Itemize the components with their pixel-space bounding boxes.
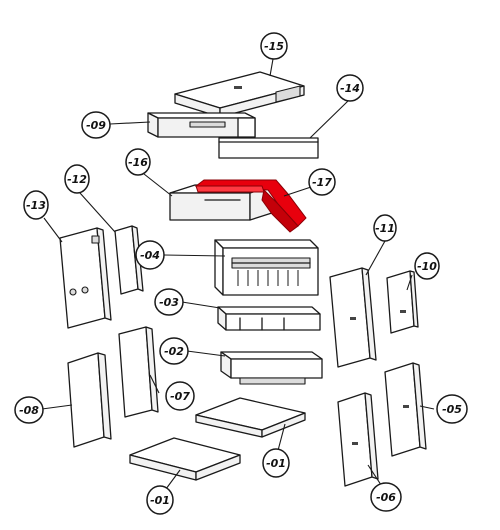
label-16: -16 (128, 156, 148, 169)
callout-11: -11 (373, 214, 397, 242)
callout-06: -06 (370, 482, 402, 512)
label-03: -03 (159, 296, 179, 309)
callout-10: -10 (414, 252, 440, 280)
part-04-rear-firebox-panel[interactable] (214, 239, 319, 296)
part-14-back-plate[interactable] (218, 137, 319, 159)
part-03-rear-brick[interactable] (217, 306, 321, 331)
label-13: -13 (26, 199, 46, 212)
callout-17: -17 (308, 168, 336, 196)
label-17: -17 (312, 176, 332, 189)
callout-09: -09 (81, 111, 111, 139)
callout-01-upper: -01 (262, 448, 290, 478)
callout-04: -04 (135, 240, 165, 270)
callout-14: -14 (336, 74, 364, 102)
label-11: -11 (375, 222, 395, 235)
callout-16: -16 (125, 148, 151, 176)
part-11-side-panel-right[interactable] (329, 267, 377, 368)
part-01-floor-slab-upper[interactable] (195, 397, 306, 438)
callout-05: -05 (436, 394, 468, 424)
part-05-lower-side-panel-right[interactable] (384, 362, 427, 457)
leader-lines (41, 58, 435, 494)
part-08-lower-side-panel[interactable] (67, 352, 112, 448)
part-01-floor-slab-lower[interactable] (129, 437, 241, 481)
part-10-small-side-panel-right[interactable] (386, 270, 419, 334)
callout-15: -15 (260, 32, 288, 60)
label-12: -12 (67, 173, 87, 186)
callout-07: -07 (165, 381, 195, 411)
label-04: -04 (140, 249, 160, 262)
label-09: -09 (86, 119, 106, 132)
label-10: -10 (417, 260, 437, 273)
part-06-lower-side-panel-right[interactable] (337, 392, 379, 487)
label-01-lower: -01 (150, 494, 170, 507)
label-06: -06 (376, 491, 396, 504)
callout-13: -13 (23, 190, 49, 220)
callout-03: -03 (154, 288, 184, 316)
callout-08: -08 (14, 396, 44, 424)
label-08: -08 (19, 404, 39, 417)
label-05: -05 (442, 403, 462, 416)
label-15: -15 (264, 40, 284, 53)
part-17-highlighted-baffle[interactable] (194, 179, 307, 233)
label-14: -14 (340, 82, 360, 95)
callout-01-lower: -01 (146, 485, 174, 515)
callout-12: -12 (64, 164, 90, 194)
callout-02: -02 (159, 337, 189, 365)
part-13-side-panel-tall[interactable] (59, 227, 112, 329)
label-02: -02 (164, 345, 184, 358)
label-07: -07 (170, 390, 190, 403)
part-07-lower-side-panel[interactable] (118, 326, 159, 418)
part-09-deflector-beam[interactable] (147, 112, 256, 138)
label-01-upper: -01 (266, 457, 286, 470)
part-02-bottom-rear-brick[interactable] (220, 351, 323, 385)
part-15-top-slab[interactable] (174, 71, 305, 118)
